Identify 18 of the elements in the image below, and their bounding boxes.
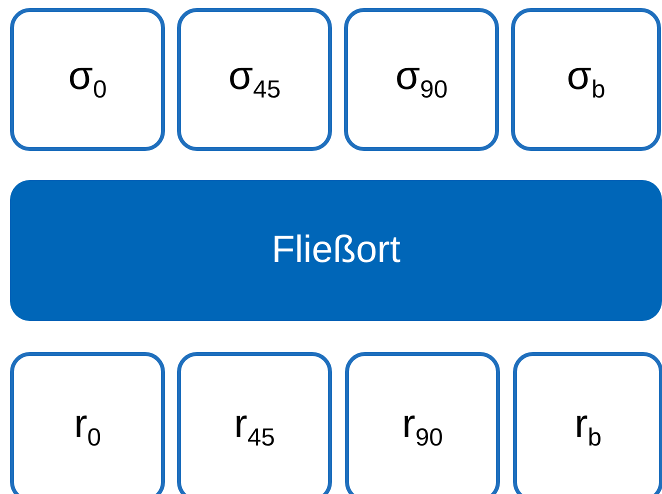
rounded-box bbox=[513, 352, 662, 494]
symbol-label: r$_{90}$ bbox=[402, 402, 443, 452]
rounded-box bbox=[177, 352, 332, 494]
symbol-label: σ$_{b}$ bbox=[566, 54, 606, 105]
symbol-label: σ$_{45}$ bbox=[228, 54, 281, 105]
rounded-box bbox=[344, 8, 499, 151]
symbol-label: r$_{45}$ bbox=[234, 402, 275, 452]
banner-text: Fließort bbox=[272, 229, 400, 272]
rounded-box bbox=[511, 8, 661, 151]
symbol-label: σ$_{90}$ bbox=[395, 54, 448, 105]
rounded-box bbox=[345, 352, 500, 494]
rounded-box bbox=[10, 352, 165, 494]
symbol-label: r$_{0}$ bbox=[74, 402, 102, 452]
rounded-box bbox=[177, 8, 332, 151]
rounded-box bbox=[10, 8, 165, 151]
symbol-label: σ$_{0}$ bbox=[68, 54, 107, 105]
symbol-label: r$_{b}$ bbox=[574, 402, 602, 452]
banner-bar bbox=[10, 180, 662, 321]
